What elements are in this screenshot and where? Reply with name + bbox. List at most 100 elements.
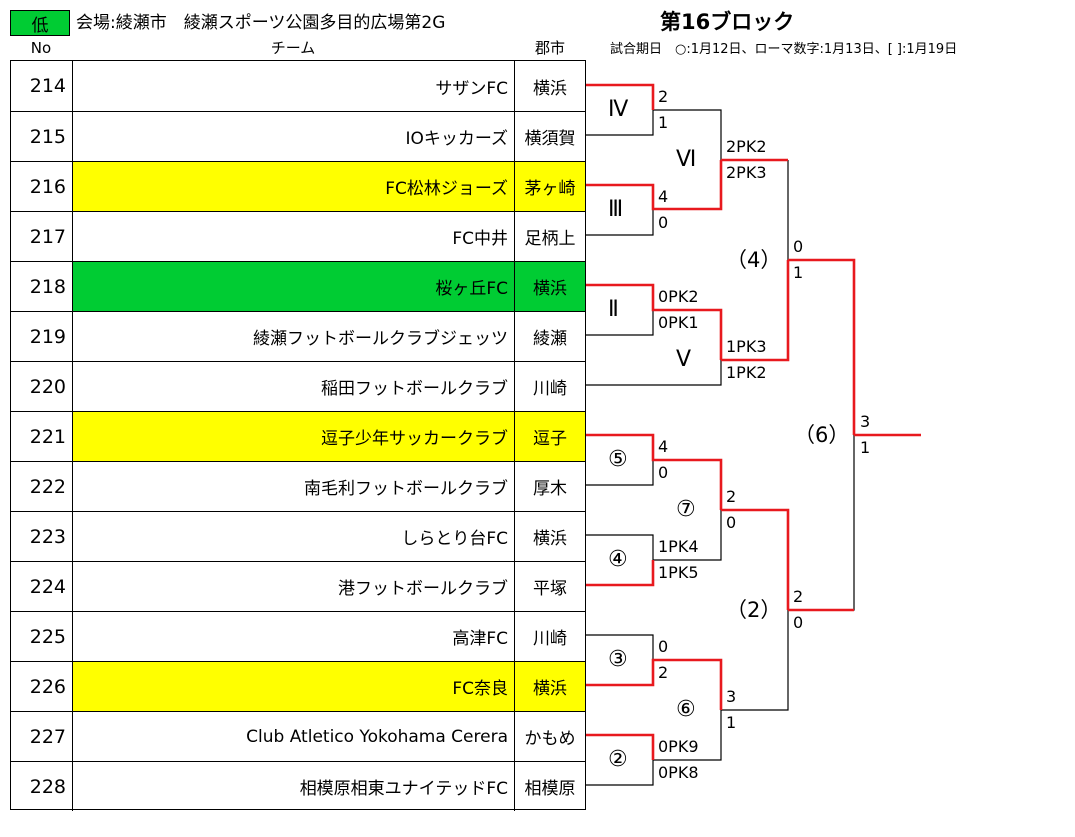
match-score: 0 [793, 237, 804, 256]
team-number: 217 [11, 212, 73, 261]
team-row: 228 相模原相東ユナイテッドFC 相模原 [11, 761, 585, 811]
winner-line [586, 658, 723, 710]
bracket-line [653, 710, 722, 761]
bracket-line [788, 435, 855, 611]
bracket-line [586, 360, 722, 386]
bracket-lines-red [586, 83, 921, 760]
team-city: 川崎 [533, 379, 567, 399]
match-label: ② [608, 747, 628, 772]
team-row: 227 Club Atletico Yokohama Cerera かもめ [11, 711, 585, 761]
team-city: 綾瀬 [533, 329, 567, 349]
match-label: ⑤ [608, 447, 628, 472]
match-label: Ⅲ [608, 197, 624, 222]
team-row: 221 逗子少年サッカークラブ 逗子 [11, 411, 585, 461]
match-score: 0PK8 [658, 763, 699, 782]
winner-line [721, 508, 790, 610]
team-name: FC奈良 [73, 662, 515, 711]
winner-line [721, 260, 790, 362]
team-number: 216 [11, 162, 73, 211]
team-number: 227 [11, 712, 73, 761]
match-score: 1PK4 [658, 537, 699, 556]
team-city: 茅ヶ崎 [515, 162, 585, 211]
team-name: サザンFC [73, 61, 515, 111]
match-score: 2 [726, 487, 737, 506]
match-score: 0 [658, 463, 669, 482]
match-score: 4 [658, 437, 669, 456]
winner-line [586, 433, 723, 510]
match-score: 0 [658, 213, 669, 232]
team-city: 横浜 [533, 529, 567, 549]
team-number: 215 [11, 112, 73, 161]
match-label: Ⅵ [676, 147, 697, 172]
team-row: 219 綾瀬フットボールクラブジェッツ 綾瀬 [11, 311, 585, 361]
match-score: 2PK2 [726, 137, 767, 156]
team-city: 足柄上 [524, 229, 576, 249]
grade-label: 低 [31, 15, 49, 36]
match-label: Ⅳ [608, 97, 629, 122]
bracket-line [653, 109, 722, 160]
match-label: Ⅱ [608, 297, 619, 322]
team-name: 逗子少年サッカークラブ [73, 412, 515, 461]
team-row: 225 高津FC 川崎 [11, 611, 585, 661]
team-number: 221 [11, 412, 73, 461]
match-label: （6） [794, 423, 850, 447]
match-label: ④ [608, 547, 628, 572]
team-city: 横浜 [515, 662, 585, 711]
team-city: 逗子 [515, 412, 585, 461]
match-score: 1 [726, 713, 737, 732]
team-name: Club Atletico Yokohama Cerera [73, 712, 515, 761]
match-score: 2PK3 [726, 163, 767, 182]
team-row: 217 FC中井 足柄上 [11, 211, 585, 261]
winner-line [586, 160, 723, 211]
team-row: 222 南毛利フットボールクラブ 厚木 [11, 461, 585, 511]
match-score: 0 [658, 637, 669, 656]
match-label: Ⅴ [676, 347, 692, 372]
bracket-line [586, 760, 654, 786]
team-name: しらとり台FC [73, 512, 515, 561]
winner-line [586, 283, 723, 360]
match-score: 2 [793, 587, 804, 606]
match-score: 1 [860, 438, 871, 457]
team-number: 214 [11, 61, 73, 111]
block-title: 第16ブロック [660, 10, 795, 34]
match-score: 0PK1 [658, 313, 699, 332]
team-city: 厚木 [533, 479, 567, 499]
match-label: ③ [608, 647, 628, 672]
team-row: 215 IOキッカーズ 横須賀 [11, 111, 585, 161]
match-score: 1PK2 [726, 363, 767, 382]
team-row: 216 FC松林ジョーズ 茅ヶ崎 [11, 161, 585, 211]
winner-line [586, 83, 655, 110]
team-city: 川崎 [533, 629, 567, 649]
match-score: 0PK9 [658, 737, 699, 756]
team-number: 224 [11, 562, 73, 611]
match-score: 0PK2 [658, 287, 699, 306]
team-row: 220 稲田フットボールクラブ 川崎 [11, 361, 585, 411]
match-score: 1 [793, 263, 804, 282]
bracket-line [586, 310, 654, 336]
match-score: 0 [793, 613, 804, 632]
bracket-line [586, 110, 654, 136]
bracket-line [721, 610, 789, 711]
bracket-line [586, 460, 654, 486]
match-label: （4） [726, 248, 782, 272]
team-number: 226 [11, 662, 73, 711]
team-name: FC中井 [73, 212, 515, 261]
match-score: 1PK5 [658, 563, 699, 582]
team-row: 224 港フットボールクラブ 平塚 [11, 561, 585, 611]
team-table: 214 サザンFC 横浜 215 IOキッカーズ 横須賀 216 FC松林ジョー… [10, 60, 586, 811]
team-name: FC松林ジョーズ [73, 162, 515, 211]
column-header-city: 郡市 [534, 39, 565, 57]
team-name: 桜ヶ丘FC [73, 262, 515, 311]
match-score: 3 [860, 412, 871, 431]
team-city: かもめ [524, 729, 576, 749]
team-city: 相模原 [524, 779, 576, 799]
match-score: 2 [658, 87, 669, 106]
team-city: 横浜 [533, 78, 567, 99]
winner-line [586, 733, 655, 760]
team-name: IOキッカーズ [73, 112, 515, 161]
match-score: 2 [658, 663, 669, 682]
team-name: 相模原相東ユナイテッドFC [73, 762, 515, 811]
column-header-no: No [30, 39, 52, 57]
winner-line [788, 258, 856, 435]
